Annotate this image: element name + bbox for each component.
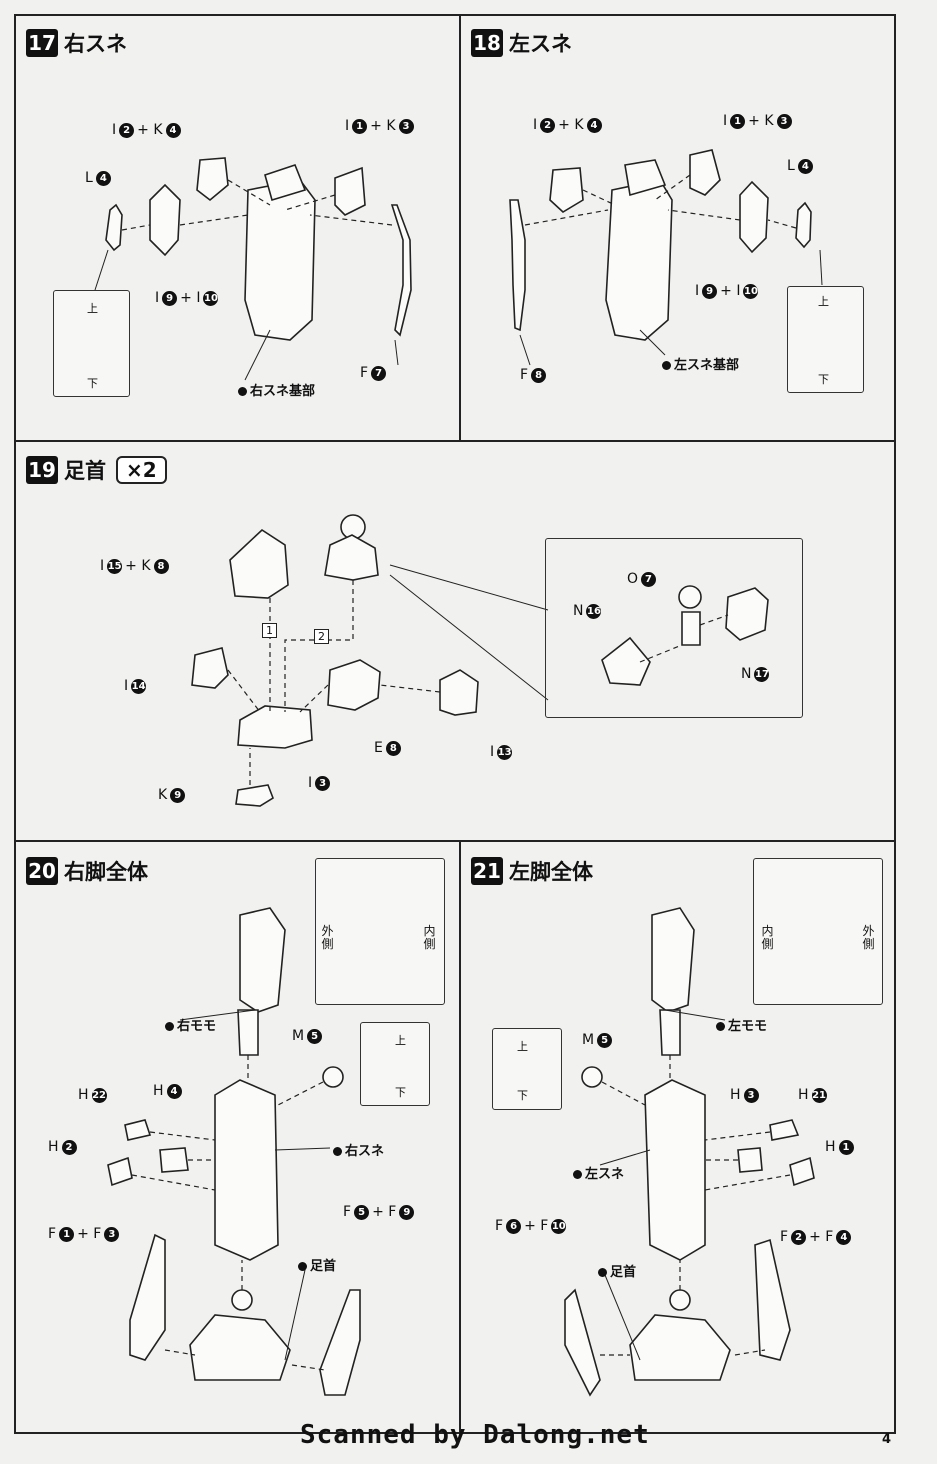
- step-title: 左スネ: [509, 32, 572, 56]
- callout-ankle: 足首: [298, 1255, 336, 1274]
- detail-inset: [545, 538, 803, 718]
- step-18-header: 18 左スネ: [471, 28, 572, 58]
- orientation-up: 上: [517, 1040, 528, 1053]
- step-17-header: 17 右スネ: [26, 28, 127, 58]
- callout-left-shin-base: 左スネ基部: [662, 354, 739, 373]
- callout-left-shin: 左スネ: [573, 1163, 624, 1182]
- label-inner-side: 内側: [761, 924, 774, 951]
- label-outer-side: 外側: [321, 924, 334, 951]
- sequence-2: 2: [314, 629, 329, 644]
- divider-v2: [459, 841, 461, 1434]
- step-title: 足首: [64, 459, 106, 483]
- step-title: 右脚全体: [64, 860, 148, 884]
- label-outer-side: 外側: [862, 924, 875, 951]
- step-number: 19: [26, 456, 58, 484]
- quantity-badge: ×2: [116, 456, 167, 484]
- step-number: 17: [26, 29, 58, 57]
- step-number: 20: [26, 857, 58, 885]
- side-view-inset: [753, 858, 883, 1005]
- orientation-up: 上: [818, 295, 829, 308]
- page-number: 4: [882, 1432, 892, 1447]
- step-title: 右スネ: [64, 32, 127, 56]
- orientation-inset: [492, 1028, 562, 1110]
- orientation-down: 下: [395, 1086, 406, 1099]
- step-number: 18: [471, 29, 503, 57]
- orientation-down: 下: [818, 373, 829, 386]
- callout-right-shin: 右スネ: [333, 1140, 384, 1159]
- callout-left-thigh: 左モモ: [716, 1015, 767, 1034]
- sequence-1: 1: [262, 623, 277, 638]
- divider-h2: [14, 840, 896, 842]
- label-inner-side: 内側: [423, 924, 436, 951]
- step-21-header: 21 左脚全体: [471, 856, 593, 886]
- orientation-up: 上: [87, 302, 98, 315]
- callout-ankle: 足首: [598, 1261, 636, 1280]
- side-view-inset: [315, 858, 445, 1005]
- orientation-inset: [53, 290, 130, 397]
- scan-credit: Scanned by Dalong.net: [300, 1420, 650, 1450]
- orientation-down: 下: [87, 377, 98, 390]
- step-number: 21: [471, 857, 503, 885]
- step-20-header: 20 右脚全体: [26, 856, 148, 886]
- divider-h1: [14, 440, 896, 442]
- divider-v1: [459, 14, 461, 441]
- page-frame: [14, 14, 896, 1434]
- orientation-down: 下: [517, 1089, 528, 1102]
- orientation-inset: [787, 286, 864, 393]
- orientation-up: 上: [395, 1034, 406, 1047]
- callout-right-shin-base: 右スネ基部: [238, 380, 315, 399]
- step-19-header: 19 足首 ×2: [26, 455, 167, 485]
- step-title: 左脚全体: [509, 860, 593, 884]
- callout-right-thigh: 右モモ: [165, 1015, 216, 1034]
- orientation-inset: [360, 1022, 430, 1106]
